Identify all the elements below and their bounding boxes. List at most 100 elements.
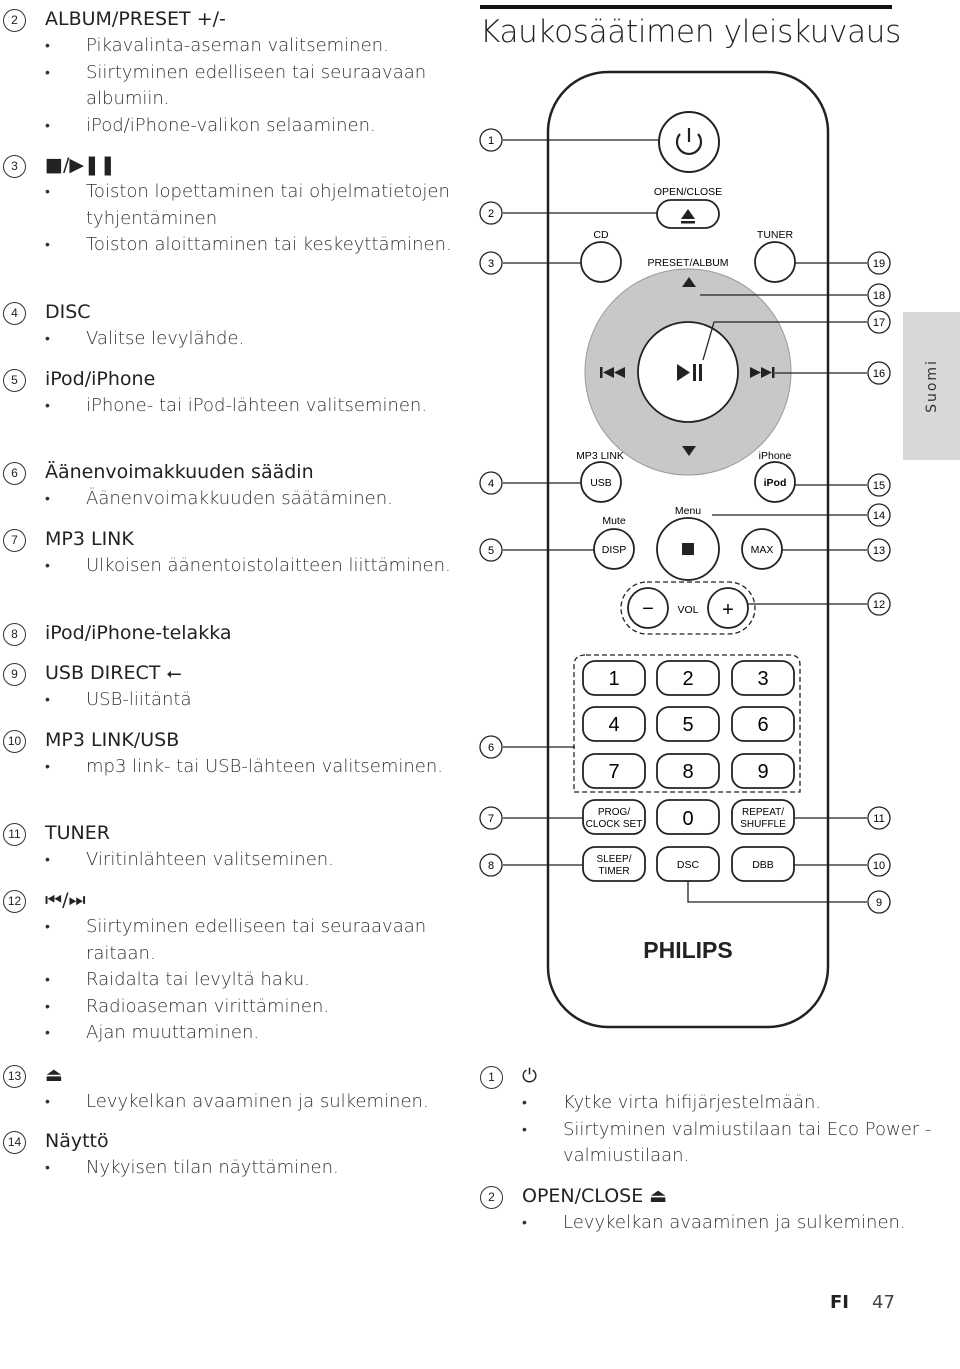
callout-circle xyxy=(867,538,891,562)
entry-heading: MP3 LINK/USB xyxy=(45,729,180,751)
entry-number-badge: 6 xyxy=(3,462,26,485)
bullet-list: iPhone- tai iPod-lähteen valitseminen. xyxy=(45,393,475,420)
digit-button xyxy=(582,753,646,789)
digit-label: 6 xyxy=(757,714,768,736)
entry-number-badge: 10 xyxy=(3,730,26,753)
entry-13: 13⏏Levykelkan avaaminen ja sulkeminen. xyxy=(0,1062,475,1116)
ipod-button xyxy=(754,461,796,503)
callout-number: 6 xyxy=(488,742,494,754)
callout-circle xyxy=(867,251,891,275)
entry-number-badge: 3 xyxy=(3,155,26,178)
entry-heading: USB DIRECT ⭠ xyxy=(45,662,182,684)
bullet-item: Äänenvoimakkuuden säätäminen. xyxy=(45,486,475,513)
callout-number: 18 xyxy=(873,290,885,302)
entry-heading: Näyttö xyxy=(45,1130,109,1152)
ipod-label: iPod xyxy=(764,477,787,489)
entry-14: 14 NäyttöNykyisen tilan näyttäminen. xyxy=(0,1128,475,1182)
bullet-list: Äänenvoimakkuuden säätäminen. xyxy=(45,486,475,513)
callout-number: 19 xyxy=(873,258,885,270)
bullet-list: USB-liitäntä xyxy=(45,687,475,714)
callout-circle xyxy=(479,201,503,225)
open-close-label: OPEN/CLOSE xyxy=(654,186,722,198)
digit-button xyxy=(656,660,720,696)
digit-label: 8 xyxy=(682,761,693,783)
play-icon xyxy=(677,364,690,381)
language-side-tab: Suomi xyxy=(903,312,960,460)
repeat-label-1: REPEAT/ xyxy=(742,807,784,818)
menu-label: Menu xyxy=(675,505,701,517)
callout-circle xyxy=(867,283,891,307)
callout-circle xyxy=(479,251,503,275)
entry-number-badge: 4 xyxy=(3,302,26,325)
remote-illustration: OPEN/CLOSE CD TUNER PRESET/ALBUM MP3 LIN… xyxy=(479,70,891,1029)
callout-number: 15 xyxy=(873,480,885,492)
callout-number: 8 xyxy=(488,860,494,872)
callout-number: 7 xyxy=(488,813,494,825)
digit-label: 3 xyxy=(757,668,768,690)
dbb-label: DBB xyxy=(752,859,774,871)
sleep-timer-button xyxy=(582,846,646,882)
entry-number-badge: 13 xyxy=(3,1065,26,1088)
cd-label: CD xyxy=(593,229,609,241)
entry-number-badge: 1 xyxy=(480,1066,503,1089)
callout-circle xyxy=(479,538,503,562)
callout-lines xyxy=(503,139,867,903)
stop-icon xyxy=(682,543,694,555)
callout-number: 16 xyxy=(873,368,885,380)
volume-group xyxy=(620,581,756,635)
max-label: MAX xyxy=(751,544,774,556)
callout-number: 9 xyxy=(876,897,882,909)
entry-heading: ⏻ xyxy=(522,1065,538,1087)
bullet-item: Raidalta tai levyltä haku. xyxy=(45,967,475,994)
entry-number-badge: 12 xyxy=(3,890,26,913)
bullet-list: Nykyisen tilan näyttäminen. xyxy=(45,1155,475,1182)
entry-number-badge: 14 xyxy=(3,1131,26,1154)
bullet-item: Radioaseman virittäminen. xyxy=(45,994,475,1021)
bullet-item: Pikavalinta-aseman valitseminen. xyxy=(45,33,475,60)
iphone-label: iPhone xyxy=(759,450,792,462)
bullet-item: Levykelkan avaaminen ja sulkeminen. xyxy=(522,1210,942,1237)
digit-label: 2 xyxy=(682,668,693,690)
bullet-list: Kytke virta hifijärjestelmään.Siirtymine… xyxy=(522,1090,942,1170)
sleep-label-1: SLEEP/ xyxy=(596,854,631,865)
digit-label: 4 xyxy=(608,714,619,736)
entry-heading: ⏮/⏭ xyxy=(45,889,86,911)
entry-heading: Äänenvoimakkuuden säädin xyxy=(45,461,314,483)
entry-number-badge: 5 xyxy=(3,369,26,392)
bullet-item: mp3 link- tai USB-lähteen valitseminen. xyxy=(45,754,475,781)
callout-circle xyxy=(479,853,503,877)
callout-number: 3 xyxy=(488,258,494,270)
page-number: 47 xyxy=(872,1292,895,1313)
callout-number: 4 xyxy=(488,478,494,490)
entry-heading: iPod/iPhone-telakka xyxy=(45,622,232,644)
callout-circle xyxy=(867,310,891,334)
callout-circle xyxy=(867,853,891,877)
digit-button xyxy=(731,660,795,696)
entry-heading: iPod/iPhone xyxy=(45,368,156,390)
callout-number: 17 xyxy=(873,317,885,329)
sleep-label-2: TIMER xyxy=(598,866,629,877)
mp3link-label: MP3 LINK xyxy=(576,450,624,462)
digit-button xyxy=(582,706,646,742)
entry-heading: ALBUM/PRESET +/- xyxy=(45,8,226,30)
eject-icon xyxy=(681,209,695,219)
bullet-item: Levykelkan avaaminen ja sulkeminen. xyxy=(45,1089,475,1116)
entry-heading: DISC xyxy=(45,301,91,323)
digit-button xyxy=(582,660,646,696)
bullet-item: Nykyisen tilan näyttäminen. xyxy=(45,1155,475,1182)
callout-circle xyxy=(867,473,891,497)
digit-button xyxy=(656,706,720,742)
callout-number: 12 xyxy=(873,599,885,611)
callout-circle xyxy=(479,735,503,759)
digit-label: 7 xyxy=(608,761,619,783)
vol-minus-label: − xyxy=(642,598,654,620)
digit-button xyxy=(656,799,720,835)
disp-label: DISP xyxy=(602,544,627,556)
philips-logo: PHILIPS xyxy=(643,937,732,963)
vol-plus-button xyxy=(707,587,749,629)
preset-album-label: PRESET/ALBUM xyxy=(647,257,728,269)
digit-button xyxy=(731,706,795,742)
